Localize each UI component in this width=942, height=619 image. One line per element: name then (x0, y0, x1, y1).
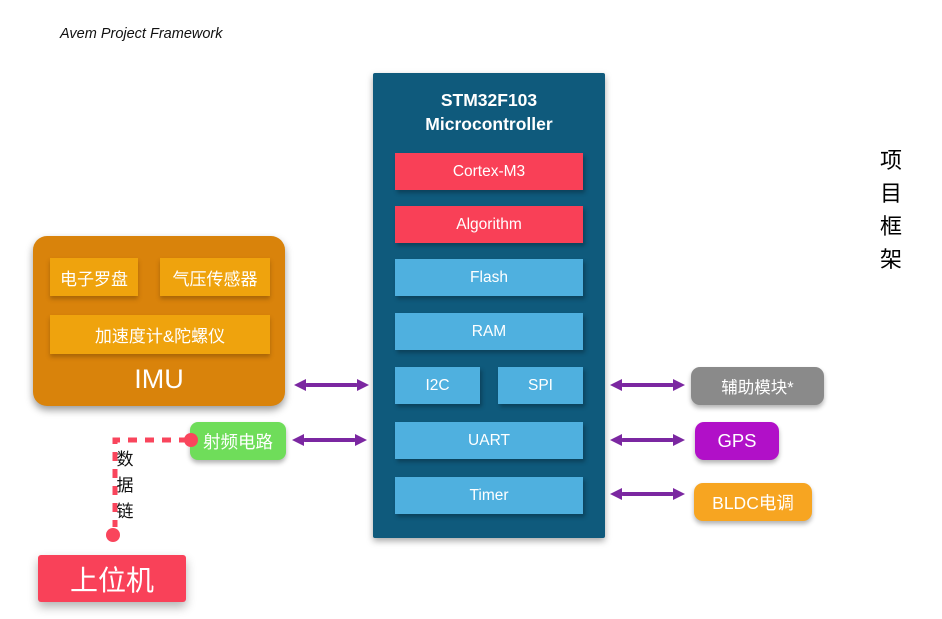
imu-label: IMU (134, 364, 184, 394)
datalink-endpoint-dot-bottom (106, 528, 120, 542)
mcu-block-ram: RAM (395, 313, 583, 350)
mcu-block-timer: Timer (395, 477, 583, 514)
bldc-esc-box: BLDC电调 (694, 483, 812, 521)
side-vertical-label: 项 目 框 架 (879, 148, 902, 272)
arrow-imu-mcu (305, 383, 358, 387)
gps-box: GPS (695, 422, 779, 460)
mcu-block-cortex-m3: Cortex-M3 (395, 153, 583, 190)
arrow-mcu-bldc (621, 492, 674, 496)
diagram-title: Avem Project Framework (60, 26, 223, 42)
mcu-group: STM32F103 Microcontroller Cortex-M3 Algo… (373, 73, 605, 538)
datalink-label: 数 据 链 (116, 450, 134, 521)
datalink-endpoint-dot-top (184, 433, 198, 447)
imu-sensor-accel-gyro: 加速度计&陀螺仪 (50, 315, 270, 354)
imu-sensor-compass: 电子罗盘 (50, 258, 138, 296)
arrow-mcu-gps (621, 438, 674, 442)
mcu-title: STM32F103 Microcontroller (373, 88, 605, 136)
imu-group: 电子罗盘 气压传感器 加速度计&陀螺仪 IMU (33, 236, 285, 406)
auxiliary-module-box: 辅助模块* (691, 367, 824, 405)
arrow-rf-mcu (303, 438, 356, 442)
mcu-block-flash: Flash (395, 259, 583, 296)
imu-sensor-barometer: 气压传感器 (160, 258, 270, 296)
mcu-title-line1: STM32F103 (440, 90, 538, 110)
datalink-dashed-connector (106, 433, 198, 542)
arrow-mcu-auxiliary (621, 383, 674, 387)
mcu-block-uart: UART (395, 422, 583, 459)
mcu-block-i2c: I2C (395, 367, 480, 404)
host-computer-box: 上位机 (38, 555, 186, 602)
mcu-title-line2: Microcontroller (425, 114, 553, 135)
mcu-block-algorithm: Algorithm (395, 206, 583, 243)
rf-circuit-box: 射频电路 (190, 422, 286, 460)
mcu-block-spi: SPI (498, 367, 583, 404)
